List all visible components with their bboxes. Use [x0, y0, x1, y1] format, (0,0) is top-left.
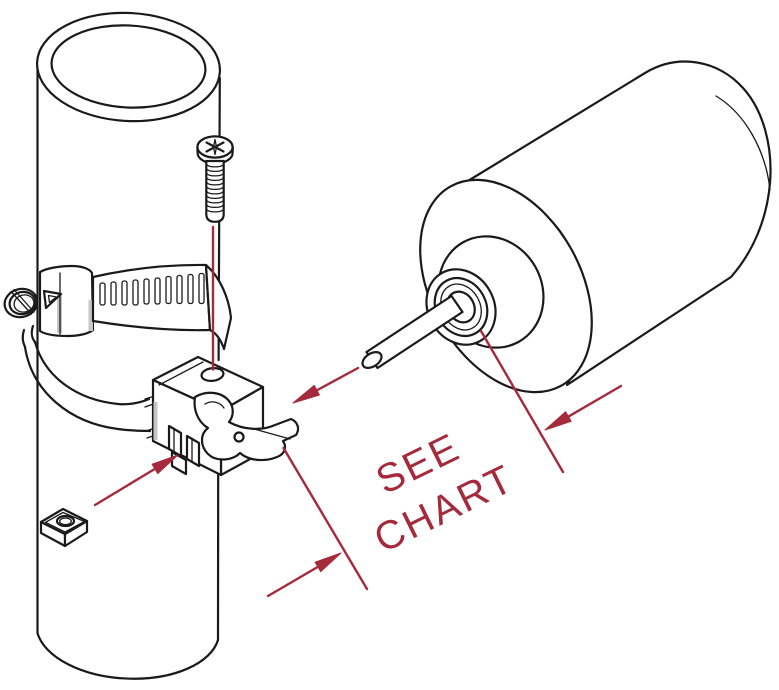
pipe [35, 11, 222, 680]
bracket-screw-hole [200, 367, 225, 382]
pipe-top-rim [35, 11, 222, 123]
shaft-tip [361, 350, 383, 370]
arrowhead-icon [292, 384, 320, 404]
sensor-bracket [144, 355, 300, 477]
hose-clamp-band [21, 263, 233, 433]
dimension-arrow-lower-left [266, 552, 342, 598]
extension-line-left [282, 446, 369, 591]
gap-arrow-lower-left [93, 454, 179, 507]
sensor-hub [425, 268, 497, 346]
screwdriver-slot-icon [10, 290, 33, 315]
sensor-body [361, 60, 772, 394]
arrowhead-icon [151, 454, 179, 475]
screw-threads [205, 163, 225, 213]
dimension-arrow-upper-right [544, 384, 623, 431]
nut-top-face [39, 507, 89, 536]
end-cap-rim [715, 95, 771, 191]
gap-arrow-upper-right [292, 366, 360, 404]
clip-pin-icon [233, 431, 245, 443]
mounting-screw [196, 135, 234, 223]
band-inner-arc [33, 340, 151, 406]
arrowhead-icon [314, 552, 342, 573]
extension-line-right [479, 329, 565, 474]
phillips-recess-icon [205, 138, 225, 156]
pipe-bore [50, 24, 207, 109]
retaining-clip [193, 391, 300, 462]
band-slotted-section [91, 263, 212, 332]
line-art: SEE CHART [3, 11, 772, 680]
nut-hole [55, 514, 76, 528]
arrowhead-icon [544, 411, 572, 431]
worm-gear-housing [38, 264, 95, 338]
band-guide-icon [42, 289, 63, 310]
band-outer-arc [23, 345, 152, 433]
square-nut [39, 507, 89, 548]
worm-gear-screw [3, 287, 39, 319]
pipe-bottom-edge [36, 631, 220, 680]
